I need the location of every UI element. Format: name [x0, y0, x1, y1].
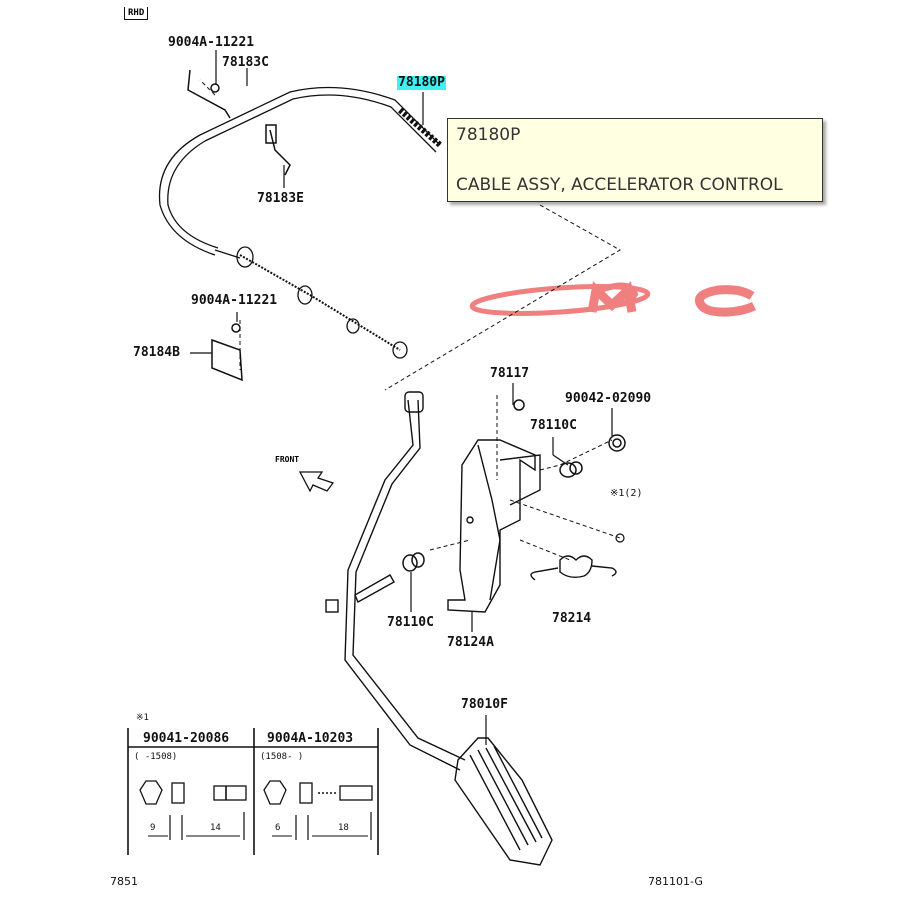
bolt-table-dim-a-2: 6 [275, 823, 281, 833]
bushing-78110c-lower[interactable] [402, 552, 425, 572]
clamp-78183e[interactable] [265, 124, 291, 176]
bolt-table-dim-a-1: 9 [150, 823, 156, 833]
front-label: FRONT [275, 455, 300, 464]
callout-note-ref: ※1(2) [610, 488, 643, 499]
callout-clamp-78183c[interactable]: 78183C [222, 55, 269, 70]
callout-bushing-78110c-upper[interactable]: 78110C [530, 418, 577, 433]
callout-bracket-78124a[interactable]: 78124A [447, 635, 494, 650]
part-tooltip: 78180P CABLE ASSY, ACCELERATOR CONTROL [447, 118, 823, 202]
bracket-78124a[interactable] [447, 439, 541, 613]
callout-spring-78214[interactable]: 78214 [552, 611, 592, 626]
tooltip-part-number: 78180P [456, 125, 521, 145]
nut-90042-02090[interactable] [608, 434, 626, 452]
tooltip-description: CABLE ASSY, ACCELERATOR CONTROL [456, 175, 783, 195]
bolt-table-frame [127, 728, 379, 855]
bolt-table-part-2[interactable]: 9004A-10203 [267, 731, 354, 746]
callout-nut-90042-02090[interactable]: 90042-02090 [565, 391, 652, 406]
bolt-table-note-mark: ※1 [136, 713, 149, 723]
spring-78214[interactable] [530, 555, 617, 581]
callout-stopper-78117[interactable]: 78117 [490, 366, 530, 381]
bracket-78184b[interactable] [211, 323, 243, 382]
leader-lines [190, 50, 613, 745]
callout-bolt-mid[interactable]: 9004A-11221 [191, 293, 278, 308]
bolt-table-range-2: (1508- ) [260, 752, 304, 762]
pedal-pad-78010f[interactable] [454, 737, 553, 866]
callout-bolt-top[interactable]: 9004A-11221 [168, 35, 255, 50]
drive-side-badge: RHD [124, 7, 149, 20]
bolt-table-part-1[interactable]: 90041-20086 [143, 731, 230, 746]
accelerator-cable[interactable] [158, 86, 442, 359]
callout-clamp-78183e[interactable]: 78183E [257, 191, 304, 206]
bolt-table-dim-b-1: 14 [210, 823, 221, 833]
footer-left-code: 7851 [110, 875, 138, 888]
callout-pedal-78010f[interactable]: 78010F [461, 697, 508, 712]
screw [615, 533, 625, 543]
callout-cable-78180p[interactable]: 78180P [397, 75, 446, 90]
bolt-table-range-1: ( -1508) [134, 752, 178, 762]
clamp-78183c[interactable] [187, 69, 231, 119]
dashed-guides [199, 79, 621, 561]
callout-bracket-78184b[interactable]: 78184B [133, 345, 180, 360]
bushing-78110c-upper[interactable] [559, 461, 583, 478]
watermark-logo [469, 281, 757, 317]
pedal-arm[interactable] [325, 391, 466, 771]
bolt-table-dim-b-2: 18 [338, 823, 349, 833]
callout-bushing-78110c-lower[interactable]: 78110C [387, 615, 434, 630]
footer-right-code: 781101-G [648, 875, 703, 888]
stopper-78117[interactable] [513, 399, 525, 411]
front-arrow-icon [298, 471, 335, 493]
